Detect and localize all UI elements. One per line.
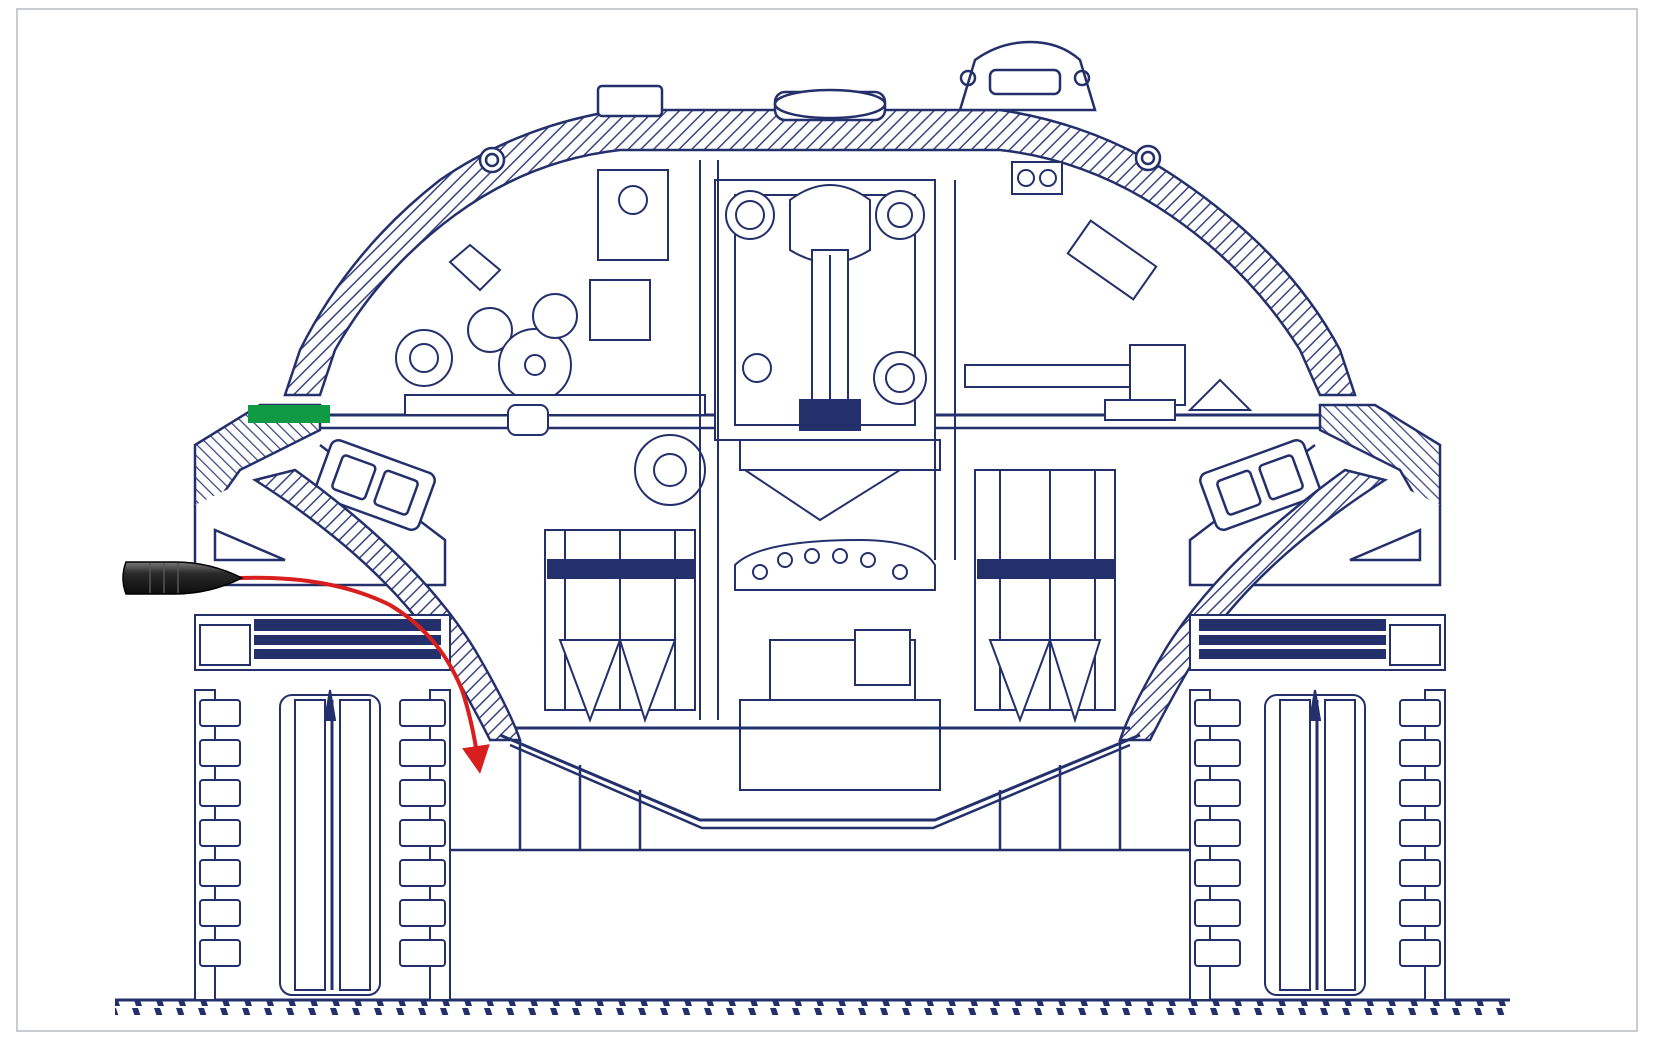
bullet-icon (122, 561, 244, 595)
arrow-curve-icon (239, 575, 490, 774)
turret-equipment-right (964, 161, 1253, 421)
hull (193, 403, 1442, 852)
hull-interior (515, 160, 1130, 791)
turret (240, 40, 1400, 430)
left-track-assembly (194, 614, 451, 1001)
instrument-panel (734, 538, 936, 591)
gun-breech (714, 179, 936, 441)
left-periscope-box (596, 84, 664, 118)
left-track-links (199, 699, 446, 967)
right-lower-hull-armour (1118, 468, 1389, 742)
ground-line (115, 998, 1510, 1015)
commander-cupola (773, 88, 887, 120)
turret-equipment-left (395, 169, 706, 436)
right-track-links (1194, 699, 1441, 967)
hull-belly (499, 733, 1141, 822)
green-bar-marker (248, 405, 330, 423)
right-track-assembly (1189, 614, 1446, 1001)
